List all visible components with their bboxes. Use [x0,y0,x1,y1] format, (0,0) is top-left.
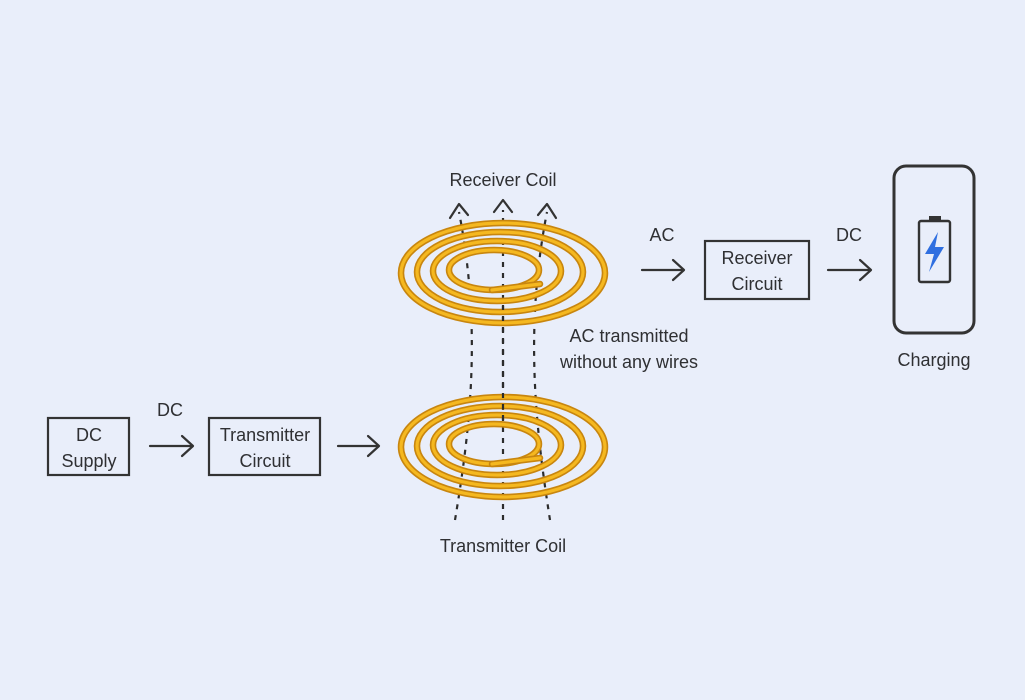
ac-right-label: AC [649,225,674,245]
field-arrowhead-right [536,202,558,220]
arrow-coil-to-receiver-circuit [640,258,686,282]
arrow-dc-to-transmitter [148,434,195,458]
transmitter-coil [397,393,609,501]
receiver-coil-label: Receiver Coil [449,170,556,190]
receiver-coil [397,219,609,327]
transmitter-coil-label: Transmitter Coil [440,536,566,556]
receiver-circuit-label-line1: Receiver [721,248,792,268]
transmitter-circuit-box: Transmitter Circuit [207,416,322,477]
phone-icon [892,164,976,335]
dc-supply-box: DC Supply [46,416,131,477]
dc-supply-label-line1: DC [76,425,102,445]
dc-right-label: DC [836,225,862,245]
arrow-receiver-to-phone [826,258,873,282]
field-arrowhead-center [492,198,514,214]
dc-left-label: DC [157,400,183,420]
arrow-transmitter-to-coil [336,434,381,458]
receiver-circuit-label-line2: Circuit [731,274,782,294]
transmitter-circuit-label-line2: Circuit [239,451,290,471]
battery-icon [917,216,952,284]
receiver-circuit-box: Receiver Circuit [703,239,811,301]
ac-transmitted-label-line1: AC transmitted [569,326,688,346]
charging-label: Charging [897,350,970,370]
dc-supply-label-line2: Supply [61,451,116,471]
field-line-right [533,211,552,521]
field-arrowhead-left [448,202,470,220]
ac-transmitted-label-line2: without any wires [559,352,698,372]
lightning-bolt-icon [925,232,944,272]
transmitter-circuit-label-line1: Transmitter [220,425,310,445]
